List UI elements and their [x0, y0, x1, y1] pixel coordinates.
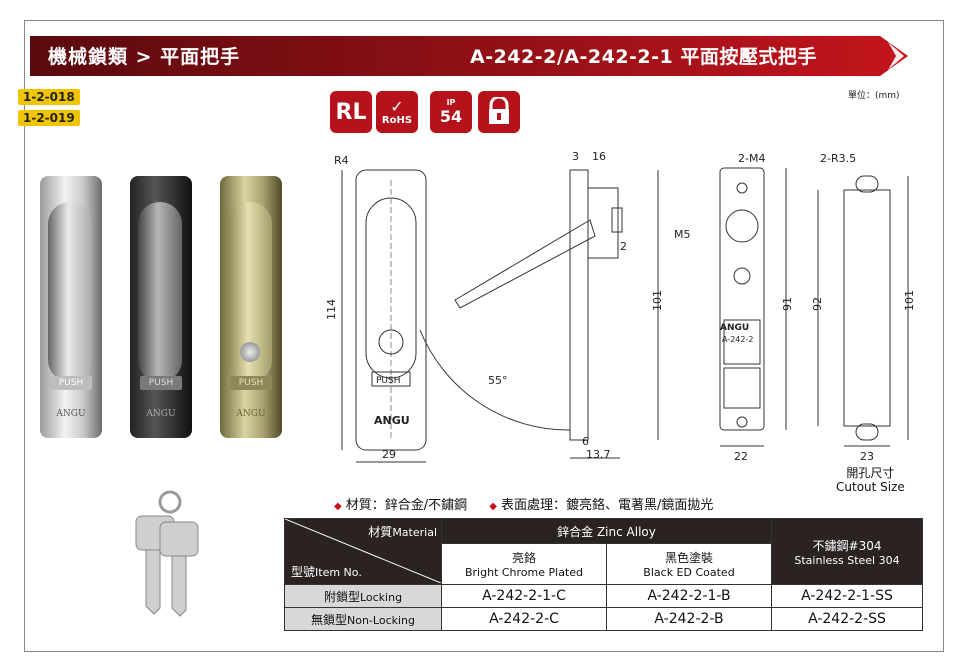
photo-chrome-locking: PUSH ANGU	[40, 176, 102, 438]
row-type: 附鎖型Locking	[284, 584, 442, 608]
dim-angle: 55°	[488, 374, 508, 387]
unit-label: 單位：(mm)	[848, 91, 900, 101]
push-label: PUSH	[140, 376, 182, 390]
header-item-en: Item No.	[315, 566, 362, 579]
header-stainless: 不鏽鋼#304 Stainless Steel 304	[771, 518, 923, 585]
photo-black-locking: PUSH ANGU	[130, 176, 192, 438]
plate-brand: ANGU	[720, 323, 749, 333]
dim-3: 3	[572, 150, 579, 163]
cutout-caption: 開孔尺寸 Cutout Size	[836, 466, 905, 494]
plate-model: A-242-2	[722, 335, 753, 344]
header-material-en: Material	[392, 526, 437, 539]
dim-114: 114	[325, 299, 338, 320]
header-banner	[30, 36, 910, 76]
cell-ss: A-242-2-SS	[771, 607, 923, 631]
catalog-code-1: 1-2-018	[18, 89, 80, 105]
cell-chrome: A-242-2-C	[441, 607, 607, 631]
dim-22: 22	[734, 450, 748, 463]
header-black: 黑色塗裝 Black ED Coated	[606, 543, 772, 585]
dim-m4: 2-M4	[738, 152, 765, 165]
catalog-code-2: 1-2-019	[18, 110, 80, 126]
header-category: 機械鎖類 > 平面把手	[48, 46, 241, 68]
brand-label: ANGU	[146, 409, 176, 419]
header-black-zh: 黑色塗裝	[664, 551, 713, 565]
check-icon: ✓	[390, 96, 404, 116]
finish-text: 表面處理：鍍亮鉻、電著黑/鏡面拋光	[500, 498, 714, 513]
ip-label: IP	[446, 98, 456, 107]
cell-black: A-242-2-1-B	[606, 584, 772, 608]
keyhole-icon	[240, 342, 260, 362]
dim-29: 29	[382, 448, 396, 461]
table-corner-header: 材質Material 型號Item No.	[284, 518, 442, 585]
header-product-title: A-242-2/A-242-2-1 平面按壓式把手	[470, 46, 817, 68]
lock-icon	[478, 91, 520, 133]
technical-drawings: R4 114 29 ANGU PUSH 55° 3 16 2 101 6 13.…	[320, 140, 920, 474]
dim-92: 92	[811, 297, 824, 311]
cutout-en: Cutout Size	[836, 480, 905, 494]
push-label: PUSH	[230, 376, 272, 390]
header-material-zh: 材質	[368, 525, 393, 539]
header-black-en: Black ED Coated	[643, 566, 735, 579]
rohs-label: RoHS	[381, 114, 413, 126]
header-chrome-zh: 亮鉻	[511, 551, 536, 565]
page-frame	[24, 20, 944, 652]
dim-13-7: 13.7	[586, 448, 611, 461]
dim-2: 2	[620, 240, 627, 253]
dim-16: 16	[592, 150, 606, 163]
ip54-icon: IP 54	[430, 91, 472, 133]
keys-photo	[130, 488, 230, 622]
table-row: 無鎖型Non-Locking A-242-2-C A-242-2-B A-242…	[284, 607, 923, 631]
dim-6: 6	[582, 435, 589, 448]
dim-101-side: 101	[651, 290, 664, 311]
dim-101-cutout: 101	[903, 290, 916, 311]
header-ss-en: Stainless Steel 304	[794, 553, 900, 567]
dim-m5: M5	[674, 228, 691, 241]
brand-label: ANGU	[56, 409, 86, 419]
push-label: PUSH	[50, 376, 92, 390]
drawing-push: PUSH	[376, 376, 401, 386]
cell-chrome: A-242-2-1-C	[441, 584, 607, 608]
header-item-zh: 型號	[291, 565, 316, 579]
dim-r3-5: 2-R3.5	[820, 152, 856, 165]
spec-bullets: ◆材質：鋅合金/不鏽鋼 ◆表面處理：鍍亮鉻、電著黑/鏡面拋光	[334, 494, 731, 513]
bullet-icon: ◆	[489, 501, 497, 512]
dim-23: 23	[860, 450, 874, 463]
cell-black: A-242-2-B	[606, 607, 772, 631]
header-chrome-en: Bright Chrome Plated	[464, 566, 584, 579]
row-type-en: Locking	[359, 590, 403, 604]
dim-91: 91	[781, 297, 794, 311]
header-zinc: 鋅合金 Zinc Alloy	[441, 518, 772, 544]
rl-label: RL	[335, 99, 367, 125]
spec-table: 材質Material 型號Item No. 鋅合金 Zinc Alloy 不鏽鋼…	[284, 518, 923, 631]
cutout-zh: 開孔尺寸	[846, 466, 895, 480]
brand-label: ANGU	[236, 409, 266, 419]
row-type-zh: 無鎖型	[310, 612, 347, 627]
row-type: 無鎖型Non-Locking	[284, 607, 442, 631]
rl-icon: RL	[330, 91, 372, 133]
row-type-en: Non-Locking	[347, 613, 415, 627]
table-row: 附鎖型Locking A-242-2-1-C A-242-2-1-B A-242…	[284, 584, 923, 608]
cell-ss: A-242-2-1-SS	[771, 584, 923, 608]
drawing-brand: ANGU	[374, 414, 410, 427]
rohs-icon: ✓ RoHS	[376, 91, 418, 133]
header-chrome: 亮鉻 Bright Chrome Plated	[441, 543, 607, 585]
photo-gold-locking: PUSH ANGU	[220, 176, 282, 438]
row-type-zh: 附鎖型	[323, 589, 360, 604]
dim-r4: R4	[334, 154, 349, 167]
material-text: 材質：鋅合金/不鏽鋼	[345, 498, 468, 513]
bullet-icon: ◆	[334, 501, 342, 512]
header-ss-zh: 不鏽鋼#304	[812, 538, 882, 553]
ip-number: 54	[439, 107, 463, 126]
